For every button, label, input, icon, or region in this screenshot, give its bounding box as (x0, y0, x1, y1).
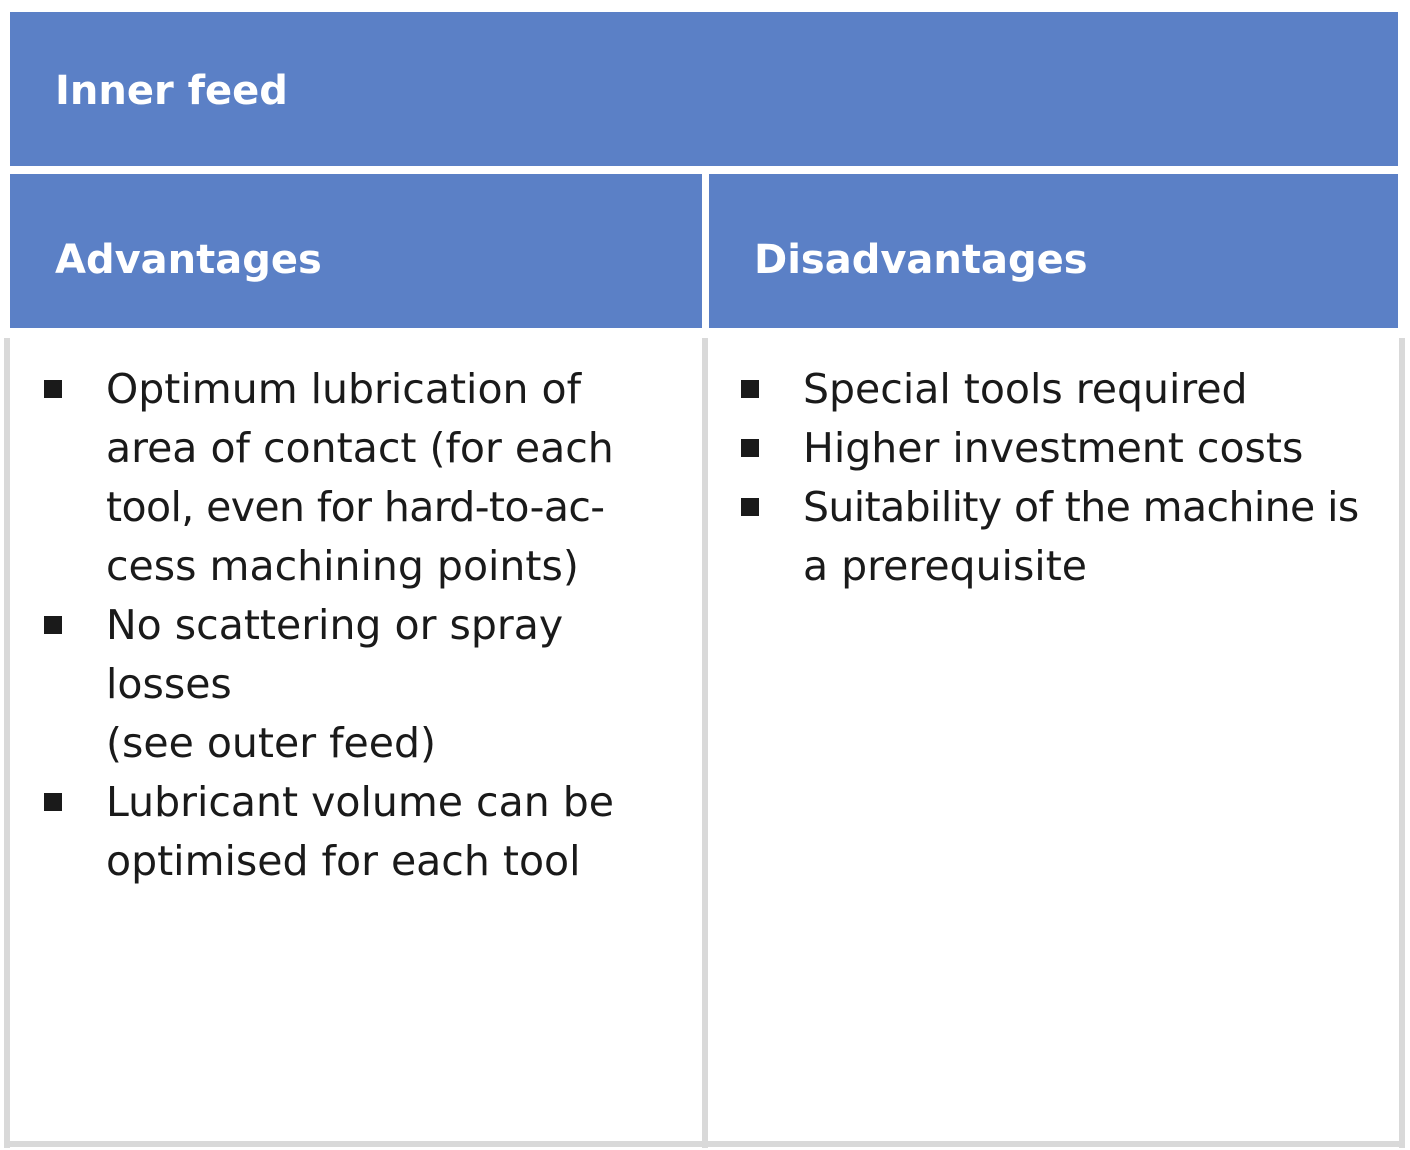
list-item-line: Higher investment costs (803, 424, 1304, 472)
list-item-line: Suitability of the machine is (803, 483, 1359, 531)
table-title: Inner feed (10, 12, 1398, 166)
bottom-border (4, 1141, 1405, 1147)
column-divider (702, 338, 708, 1148)
list-item-line: losses (106, 660, 232, 708)
list-item-line: cess machining points) (106, 542, 579, 590)
square-bullet-icon (741, 380, 759, 398)
square-bullet-icon (741, 498, 759, 516)
advantages-header-text: Advantages (55, 237, 322, 283)
square-bullet-icon (741, 439, 759, 457)
list-item: Lubricant volume can be optimised for ea… (42, 773, 692, 891)
list-item-line: a prerequisite (803, 542, 1087, 590)
square-bullet-icon (44, 616, 62, 634)
square-bullet-icon (44, 793, 62, 811)
disadvantages-header-text: Disadvantages (754, 237, 1088, 283)
list-item: Special tools required (739, 360, 1389, 419)
disadvantages-cell: Special tools required Higher investment… (739, 360, 1389, 596)
list-item-line: Optimum lubrication of (106, 365, 582, 413)
list-item-line: area of contact (for each (106, 424, 614, 472)
advantages-list: Optimum lubrication of area of contact (… (42, 360, 692, 891)
advantages-cell: Optimum lubrication of area of contact (… (42, 360, 692, 891)
list-item-line: optimised for each tool (106, 837, 581, 885)
list-item-line: Special tools required (803, 365, 1248, 413)
disadvantages-header: Disadvantages (709, 174, 1398, 328)
list-item: Suitability of the machine is a prerequi… (739, 478, 1389, 596)
disadvantages-list: Special tools required Higher investment… (739, 360, 1389, 596)
list-item-line: tool, even for hard-to-ac- (106, 483, 605, 531)
left-border (4, 338, 10, 1148)
list-item-line: No scattering or spray (106, 601, 564, 649)
square-bullet-icon (44, 380, 62, 398)
list-item: Optimum lubrication of area of contact (… (42, 360, 692, 596)
right-border (1399, 338, 1405, 1148)
list-item-line: (see outer feed) (106, 719, 437, 767)
list-item: Higher investment costs (739, 419, 1389, 478)
list-item: No scattering or spray losses (see outer… (42, 596, 692, 773)
advantages-header: Advantages (10, 174, 702, 328)
list-item-line: Lubricant volume can be (106, 778, 614, 826)
table-title-text: Inner feed (55, 68, 288, 114)
